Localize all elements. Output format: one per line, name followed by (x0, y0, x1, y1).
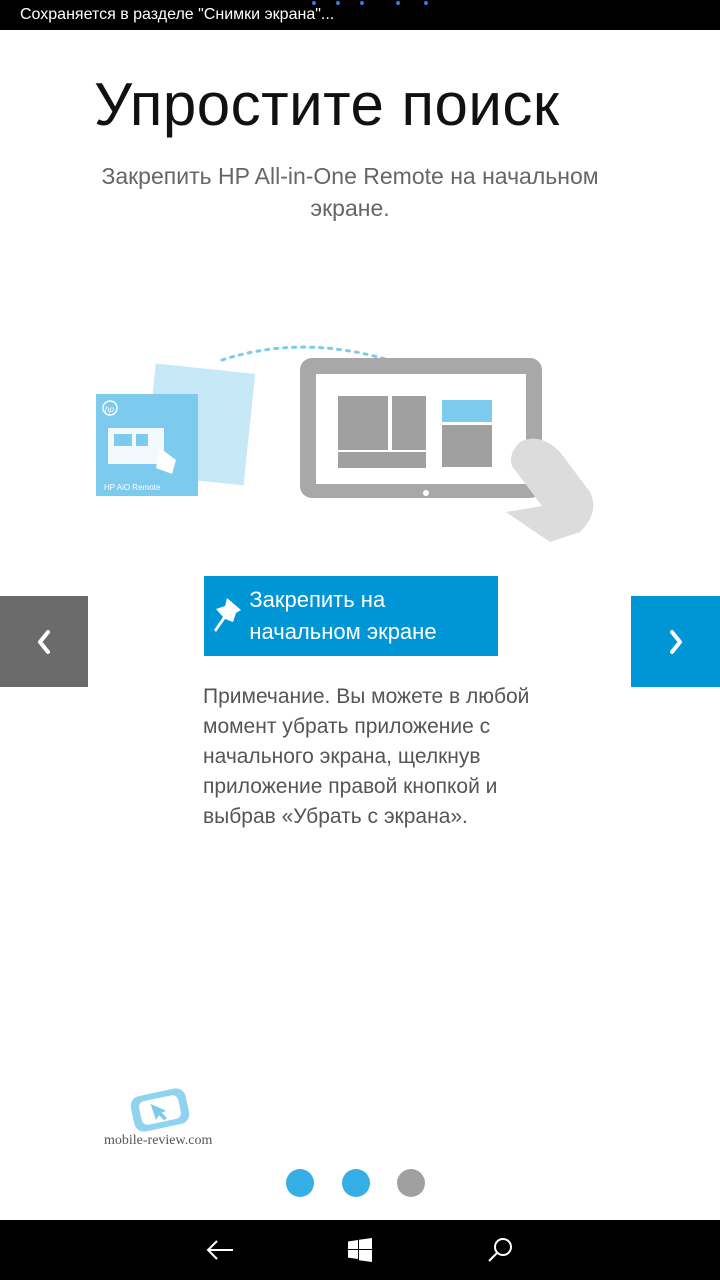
windows-logo-icon (348, 1238, 372, 1262)
back-button[interactable] (180, 1220, 260, 1280)
status-text: Сохраняется в разделе "Снимки экрана"... (20, 6, 335, 23)
page-subtitle: Закрепить HP All-in-One Remote на началь… (101, 163, 599, 221)
note-text: Примечание. Вы можете в любой момент убр… (203, 685, 530, 828)
start-button[interactable] (320, 1220, 400, 1280)
watermark-logo (100, 1080, 220, 1150)
page-dot[interactable] (342, 1169, 370, 1197)
progress-dots-indicator (306, 0, 436, 6)
chevron-right-icon (669, 629, 682, 654)
search-icon (488, 1238, 512, 1262)
search-button[interactable] (460, 1220, 540, 1280)
tile-label: HP AiO Remote (104, 483, 161, 492)
svg-text:hp: hp (105, 405, 114, 414)
pin-button-label: Закрепить на начальном экране (249, 587, 437, 644)
navigation-bar (0, 1220, 720, 1280)
page-indicator (286, 1169, 426, 1197)
pin-to-start-button[interactable]: Закрепить на начальном экране (204, 576, 498, 656)
page-dot[interactable] (286, 1169, 314, 1197)
pin-icon (204, 576, 249, 656)
watermark-text: mobile-review.com (104, 1133, 213, 1148)
pin-to-start-illustration: hp HP AiO Remote (90, 330, 600, 565)
back-arrow-icon (206, 1240, 233, 1260)
page-dot-current[interactable] (397, 1169, 425, 1197)
status-bar: Сохраняется в разделе "Снимки экрана"... (0, 0, 720, 30)
next-page-button[interactable] (631, 596, 720, 687)
page-title: Упростите поиск (94, 71, 560, 138)
chevron-left-icon (38, 629, 50, 654)
previous-page-button[interactable] (0, 596, 88, 687)
